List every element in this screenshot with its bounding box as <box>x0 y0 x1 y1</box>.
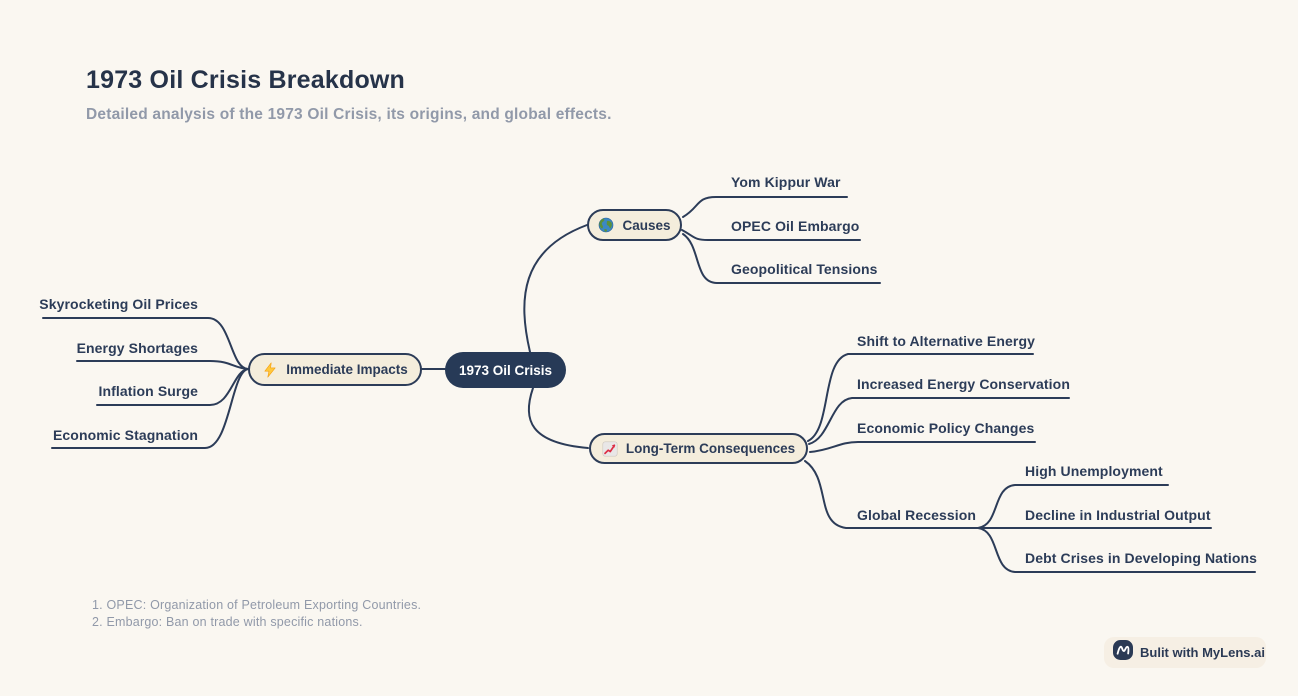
node-decline-in-industrial-output[interactable]: Decline in Industrial Output <box>1025 507 1211 523</box>
mylens-badge-label: Bulit with MyLens.ai <box>1140 645 1265 660</box>
edge-opec-oil-embargo <box>681 229 861 241</box>
node-shift-to-alternative-energy[interactable]: Shift to Alternative Energy <box>857 333 1035 349</box>
branch-node-label: Causes <box>622 217 671 233</box>
lightning-icon <box>262 362 278 378</box>
globe-icon <box>598 217 614 233</box>
node-debt-crises-in-developing-nations[interactable]: Debt Crises in Developing Nations <box>1025 550 1258 566</box>
edge-debt-crises <box>977 527 1256 573</box>
node-economic-stagnation[interactable]: Economic Stagnation <box>52 427 198 443</box>
edge-economic-policy-changes <box>809 441 1036 453</box>
page-subtitle: Detailed analysis of the 1973 Oil Crisis… <box>86 106 612 123</box>
branch-node-long-term-consequences[interactable]: Long-Term Consequences <box>589 433 808 464</box>
branch-node-immediate-impacts[interactable]: Immediate Impacts <box>248 353 422 386</box>
node-inflation-surge[interactable]: Inflation Surge <box>98 383 198 399</box>
branch-node-label: Immediate Impacts <box>286 362 408 377</box>
branch-node-causes[interactable]: Causes <box>587 209 682 241</box>
branch-node-label: Long-Term Consequences <box>625 441 796 456</box>
edge-energy-shortages <box>76 360 249 370</box>
mylens-badge[interactable]: Bulit with MyLens.ai <box>1104 637 1266 668</box>
node-energy-shortages[interactable]: Energy Shortages <box>76 340 198 356</box>
node-economic-policy-changes[interactable]: Economic Policy Changes <box>857 420 1035 436</box>
node-global-recession[interactable]: Global Recession <box>857 507 977 523</box>
footnotes: 1. OPEC: Organization of Petroleum Expor… <box>92 597 421 631</box>
footnote-opec: 1. OPEC: Organization of Petroleum Expor… <box>92 598 422 612</box>
page-title: 1973 Oil Crisis Breakdown <box>86 66 406 94</box>
edge-root-causes <box>523 224 588 353</box>
edge-geopolitical-tensions <box>682 233 881 284</box>
edge-increased-energy-conservation <box>808 397 1070 445</box>
edge-skyrocketing-oil-prices <box>42 317 249 370</box>
node-geopolitical-tensions[interactable]: Geopolitical Tensions <box>731 261 878 277</box>
footnote-embargo: 2. Embargo: Ban on trade with specific n… <box>92 615 363 629</box>
node-skyrocketing-oil-prices[interactable]: Skyrocketing Oil Prices <box>39 296 198 312</box>
node-yom-kippur-war[interactable]: Yom Kippur War <box>731 174 841 190</box>
node-increased-energy-conservation[interactable]: Increased Energy Conservation <box>857 376 1070 392</box>
root-node-label: 1973 Oil Crisis <box>458 362 553 378</box>
node-high-unemployment[interactable]: High Unemployment <box>1025 463 1163 479</box>
chart-up-icon <box>602 441 618 457</box>
edge-shift-to-alternative-energy <box>807 353 1034 442</box>
node-opec-oil-embargo[interactable]: OPEC Oil Embargo <box>731 218 860 234</box>
edge-yom-kippur-war <box>682 196 848 218</box>
root-node[interactable]: 1973 Oil Crisis <box>445 352 566 388</box>
edge-economic-stagnation <box>51 368 249 449</box>
edge-high-unemployment <box>977 484 1169 529</box>
edge-root-long-term <box>527 387 589 449</box>
edge-global-recession <box>804 460 979 529</box>
mylens-logo-icon <box>1113 640 1133 665</box>
